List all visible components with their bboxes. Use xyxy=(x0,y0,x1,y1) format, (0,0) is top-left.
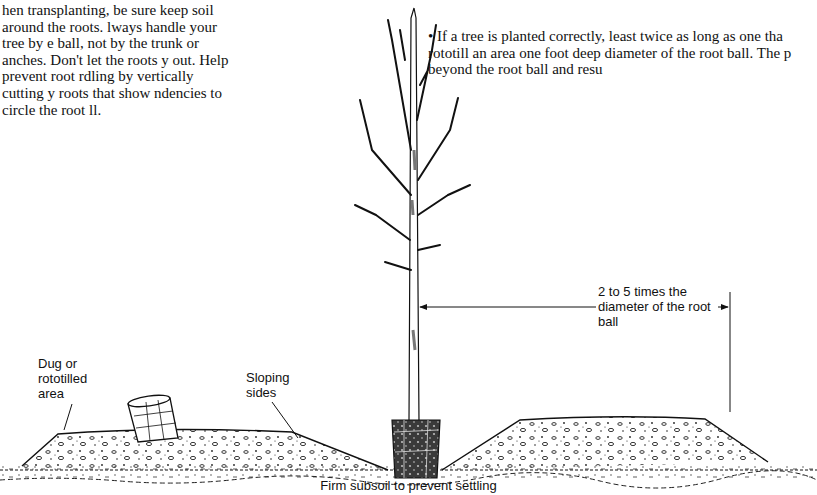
instruction-note: hen transplanting, be sure keep soil aro… xyxy=(2,2,234,118)
leader-lines xyxy=(272,402,298,438)
dug-soil-right xyxy=(442,417,768,470)
bucket xyxy=(134,400,176,441)
dimension-label: 2 to 5 times the diameter of the root ba… xyxy=(596,284,718,329)
dug-soil-left xyxy=(22,429,388,470)
dug-soil-left xyxy=(22,429,388,470)
caption-label: Firm subsoil to prevent settling xyxy=(0,478,817,493)
leader-lines xyxy=(64,404,72,430)
dimension-line xyxy=(730,292,731,412)
tree xyxy=(412,150,415,350)
area-label: Dug or rototilled area xyxy=(38,356,110,401)
root-ball xyxy=(392,420,440,478)
root-ball xyxy=(392,420,440,478)
bucket xyxy=(128,393,171,409)
dug-soil-right xyxy=(442,417,768,470)
bucket xyxy=(128,393,178,442)
dug-soil-left xyxy=(22,429,388,470)
dug-soil-right xyxy=(442,417,768,470)
part-label: Sloping sides xyxy=(246,370,304,400)
leader-lines xyxy=(64,402,298,438)
root-ball xyxy=(394,420,438,478)
instruction-note: • If a tree is planted correctly, least … xyxy=(428,28,817,78)
